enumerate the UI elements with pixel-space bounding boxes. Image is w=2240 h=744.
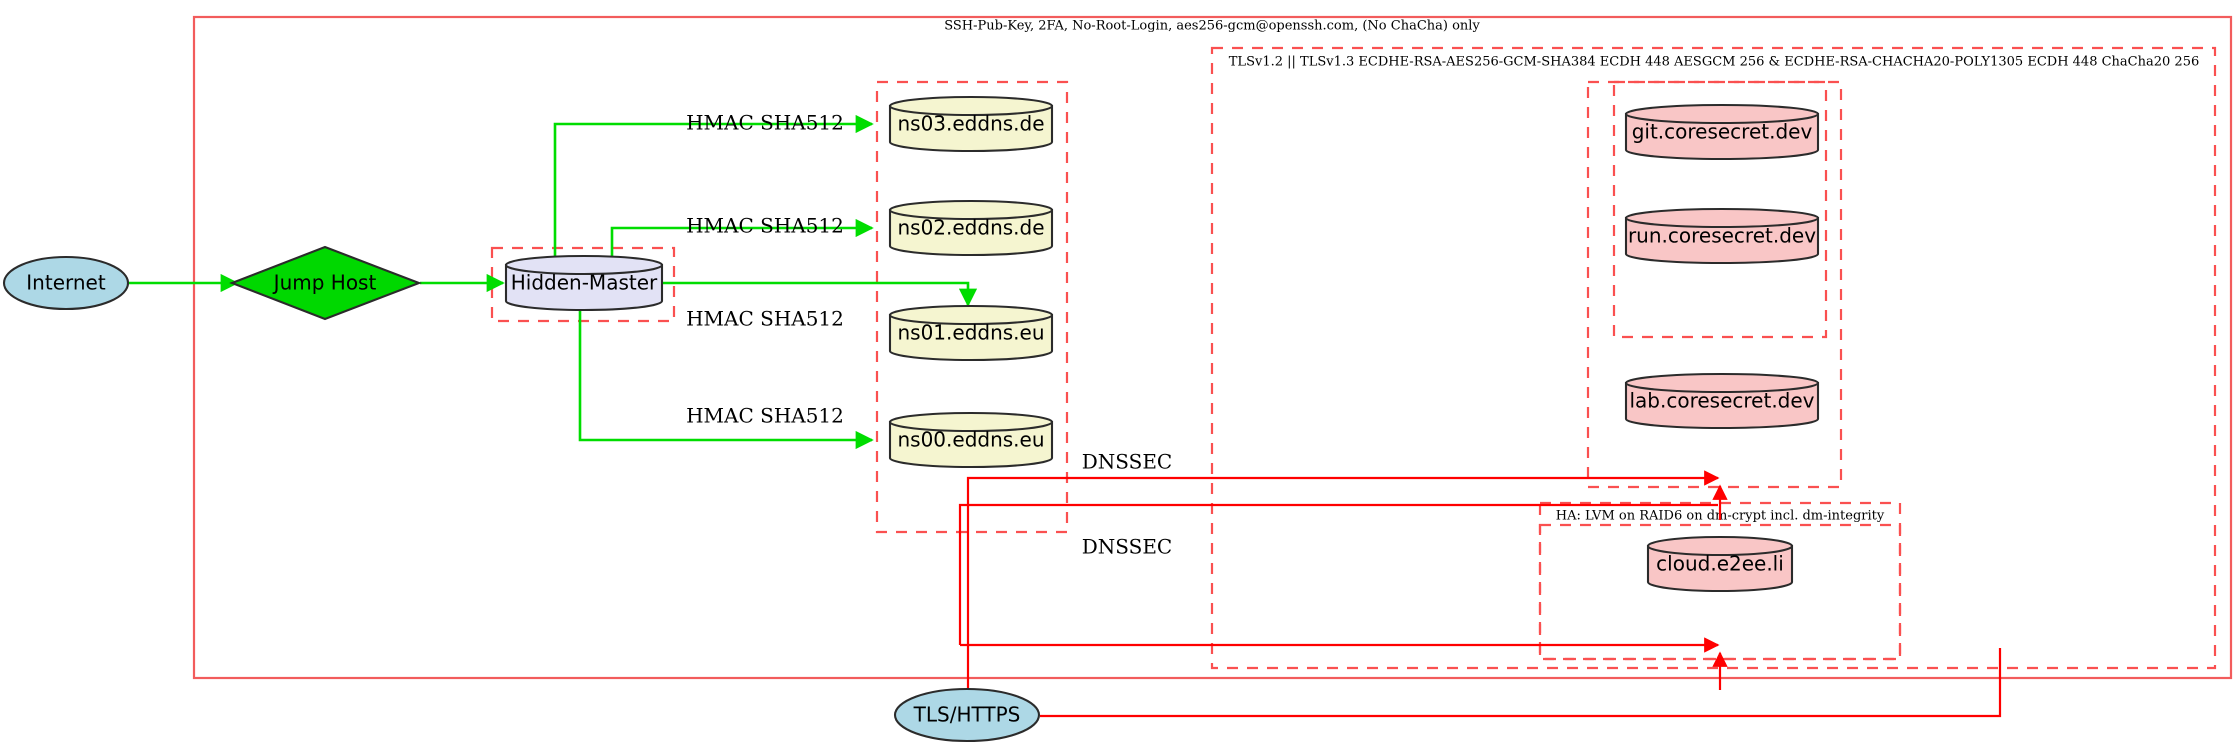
edge-tls-to-cloud-path [1040,648,2002,718]
node-git-coresecret-top [1624,103,1820,125]
edge-dnssec-lower-path [958,503,1718,645]
node-run-coresecret-label: run.coresecret.dev [1628,224,1816,248]
node-run-coresecret[interactable]: run.coresecret.dev [1624,207,1820,265]
edge-label-hmac-ns02: HMAC SHA512 [686,214,844,238]
node-ns03-body[interactable] [888,104,1054,153]
node-internet[interactable]: Internet [2,255,130,311]
edge-label-dnssec-lower: DNSSEC [1082,535,1173,559]
cluster-tls-outer-border [1210,46,2217,670]
cluster-tls-outer-label: TLSv1.2 || TLSv1.3 ECDHE-RSA-AES256-GCM-… [1229,55,2199,70]
node-ns00-top [888,411,1054,433]
node-lab-coresecret-label: lab.coresecret.dev [1629,389,1814,413]
node-internet-shape[interactable] [2,255,130,311]
cluster-ssh-outer-border [192,15,2233,680]
node-ns01[interactable]: ns01.eddns.eu [888,304,1054,362]
node-lab-coresecret-body[interactable] [1624,381,1820,430]
node-cloud-e2ee-top [1646,535,1794,557]
node-jump-host-shape[interactable] [229,245,422,321]
node-ns03[interactable]: ns03.eddns.de [888,95,1054,153]
edge-hiddenmaster-to-ns03 [553,114,874,265]
node-ns03-top [888,95,1054,117]
node-hidden-master[interactable]: Hidden-Master [504,254,664,312]
edge-tls-to-coresecret-horizontal [966,470,1720,700]
node-hidden-master-label: Hidden-Master [511,271,658,295]
node-hidden-master-body[interactable] [504,263,664,312]
node-ns00-label: ns00.eddns.eu [897,428,1044,452]
edge-hiddenmaster-to-ns01 [663,281,978,307]
node-tls-https-label: TLS/HTTPS [913,703,1021,727]
node-lab-coresecret[interactable]: lab.coresecret.dev [1624,372,1820,430]
node-cloud-e2ee-label: cloud.e2ee.li [1656,552,1784,576]
edge-label-dnssec-upper: DNSSEC [1082,450,1173,474]
node-git-coresecret[interactable]: git.coresecret.dev [1624,103,1820,161]
node-run-coresecret-body[interactable] [1624,216,1820,265]
cluster-hidden-master-border [490,246,676,323]
node-tls-https[interactable]: TLS/HTTPS [893,687,1041,743]
node-ns01-label: ns01.eddns.eu [897,321,1044,345]
edge-hiddenmaster-to-ns02 [610,218,874,265]
edge-hiddenmaster-to-ns00 [578,305,874,450]
node-jump-host[interactable]: Jump Host [229,245,422,321]
node-ns01-top [888,304,1054,326]
node-git-coresecret-label: git.coresecret.dev [1632,120,1813,144]
cluster-coresecret-inner-border [1612,80,1828,339]
node-hidden-master-top [504,254,664,276]
node-ns00[interactable]: ns00.eddns.eu [888,411,1054,469]
node-git-coresecret-body[interactable] [1624,112,1820,161]
edge-label-hmac-ns03: HMAC SHA512 [686,111,844,135]
node-tls-https-shape[interactable] [893,687,1041,743]
node-jump-host-label: Jump Host [272,271,377,295]
node-cloud-e2ee-body[interactable] [1646,544,1794,593]
cluster-hidden-master [490,246,676,323]
node-ns00-body[interactable] [888,420,1054,469]
node-ns02-top [888,199,1054,221]
node-run-coresecret-top [1624,207,1820,229]
cluster-ssh-outer: SSH-Pub-Key, 2FA, No-Root-Login, aes256-… [192,15,2233,680]
node-lab-coresecret-top [1624,372,1820,394]
node-ns03-label: ns03.eddns.de [897,112,1044,136]
edge-label-hmac-ns01: HMAC SHA512 [686,307,844,331]
edge-label-hmac-ns00: HMAC SHA512 [686,404,844,428]
cluster-tls-outer: TLSv1.2 || TLSv1.3 ECDHE-RSA-AES256-GCM-… [1210,46,2217,670]
node-ns01-body[interactable] [888,313,1054,362]
cluster-cloud [1538,523,1902,661]
node-cloud-e2ee[interactable]: cloud.e2ee.li [1646,535,1794,593]
node-ns02[interactable]: ns02.eddns.de [888,199,1054,257]
cluster-cloud-border [1538,523,1902,661]
node-ns02-label: ns02.eddns.de [897,216,1044,240]
node-ns02-body[interactable] [888,208,1054,257]
cluster-coresecret-inner [1612,80,1828,339]
cluster-ssh-outer-label: SSH-Pub-Key, 2FA, No-Root-Login, aes256-… [944,19,1480,34]
node-internet-label: Internet [26,271,106,295]
